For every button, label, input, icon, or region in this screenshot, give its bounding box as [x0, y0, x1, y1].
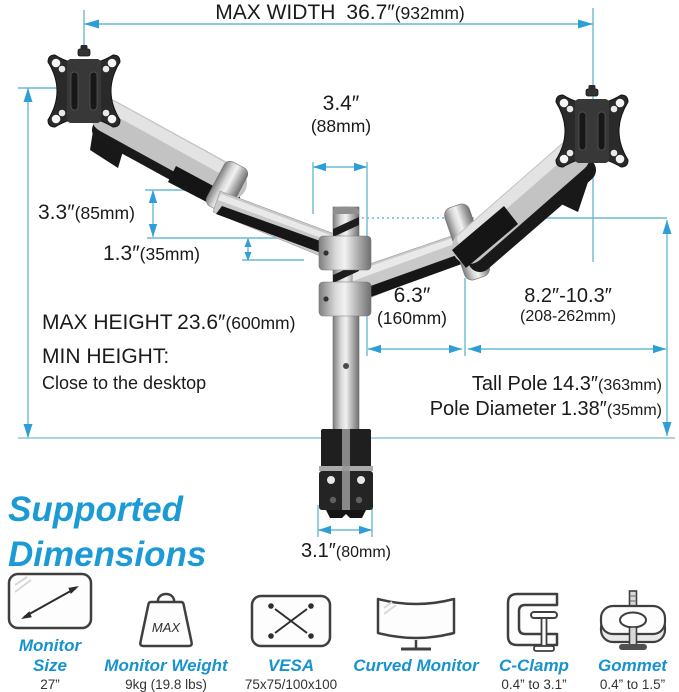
- supported-features-row: Monitor Size 27” MAX Monitor Weight 9kg …: [0, 572, 679, 692]
- max-height-dimension: MAX HEIGHT 23.6″(600mm): [42, 311, 296, 334]
- measurement-arrows: [23, 19, 672, 535]
- min-height-description: Close to the desktop: [42, 373, 207, 393]
- feature-gommet: Gommet 0.4” to 1.5”: [586, 589, 679, 692]
- feature-label: C-Clamp: [499, 656, 569, 675]
- vesa-pattern-icon: [246, 589, 336, 653]
- monitor-size-icon: [4, 569, 96, 633]
- grommet-icon: [589, 589, 677, 653]
- heading-line2: Dimensions: [8, 534, 207, 574]
- right-arm: [351, 139, 596, 306]
- pole-diameter-dimension: Pole Diameter 1.38″(35mm): [429, 398, 662, 420]
- feature-value: 27”: [40, 677, 60, 692]
- clamp-width-dimension: 3.1″(80mm): [301, 540, 391, 562]
- dimension-diagram: [18, 8, 675, 537]
- feature-vesa: VESA 75x75/100x100: [232, 592, 350, 692]
- feature-label: Curved Monitor: [353, 656, 479, 675]
- feature-label: Gommet: [598, 656, 667, 675]
- feature-monitor-weight: MAX Monitor Weight 9kg (19.8 lbs): [100, 592, 232, 692]
- feature-label: Monitor Weight: [104, 656, 228, 675]
- top-gap-dimension: 3.4″ (88mm): [310, 92, 372, 136]
- weight-icon: MAX: [122, 589, 210, 653]
- right-vesa-plate: [555, 84, 629, 168]
- feature-monitor-size: Monitor Size 27”: [0, 572, 100, 692]
- min-height-label: MIN HEIGHT:: [42, 345, 170, 368]
- arm-inner-dimension: 6.3″ (160mm): [376, 284, 447, 328]
- feature-value: 0.4” to 1.5”: [599, 677, 666, 692]
- arm-outer-dimension: 8.2″-10.3″ (208-262mm): [519, 285, 617, 325]
- curved-screen-icon: [368, 589, 464, 653]
- feature-label: Monitor Size: [18, 636, 82, 675]
- desk-clamp: [319, 429, 373, 518]
- feature-value: 75x75/100x100: [244, 677, 338, 692]
- c-clamp-icon: [494, 589, 574, 653]
- left-vesa-plate: [47, 44, 121, 128]
- left-upper-dimension: 3.3″(85mm): [38, 201, 135, 224]
- feature-value: 9kg (19.8 lbs): [125, 677, 207, 692]
- feature-value: 0.4” to 3.1”: [501, 677, 567, 692]
- svg-text:MAX: MAX: [152, 620, 182, 635]
- feature-curved-monitor: Curved Monitor: [350, 592, 482, 692]
- heading-line1: Supported: [8, 490, 183, 529]
- feature-c-clamp: C-Clamp 0.4” to 3.1”: [482, 592, 586, 692]
- tall-pole-dimension: Tall Pole 14.3″(363mm): [471, 373, 662, 395]
- pole-collars: [318, 217, 372, 317]
- feature-label: VESA: [267, 656, 315, 675]
- left-lower-dimension: 1.3″(35mm): [103, 242, 200, 265]
- left-arm: [90, 99, 341, 265]
- supported-dimensions-heading: Supported Dimensions: [8, 488, 206, 578]
